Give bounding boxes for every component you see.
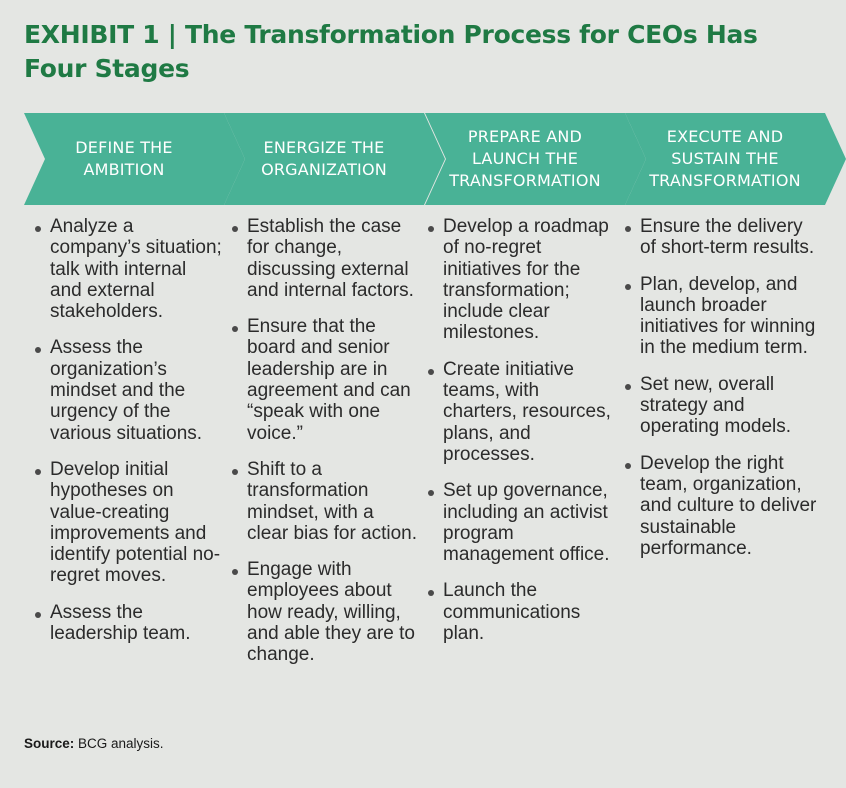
bullet-item: Develop initial hypotheses on value-crea… — [35, 459, 223, 587]
bullet-dot-icon — [232, 226, 238, 232]
bullet-item: Assess the organization’s mindset and th… — [35, 337, 223, 444]
bullet-text: Develop initial hypotheses on value-crea… — [50, 458, 221, 587]
bullet-text: Plan, develop, and launch broader initia… — [640, 273, 816, 359]
bullet-dot-icon — [232, 326, 238, 333]
bullet-text: Set new, overall strategy and operating … — [640, 373, 792, 438]
bullet-dot-icon — [35, 468, 41, 475]
bullet-item: Assess the leadership team. — [35, 602, 223, 645]
bullet-item: Analyze a company’s situation; talk with… — [35, 216, 223, 322]
chevron-label-stage-1: DEFINE THE AMBITION — [75, 138, 173, 179]
bullet-dot-icon — [625, 283, 631, 290]
bullet-text: Analyze a company’s situation; talk with… — [50, 216, 222, 323]
stage-chevrons: DEFINE THE AMBITION ENERGIZE THE ORGANIZ… — [0, 113, 846, 205]
bullet-dot-icon — [232, 468, 238, 475]
chevron-stage-3 — [425, 113, 646, 205]
stage-3-bullet-list: Develop a roadmap of no-regret initiativ… — [428, 216, 616, 659]
bullet-text: Shift to a transformation mindset, with … — [247, 458, 418, 544]
bullet-text: Launch the communications plan. — [443, 580, 581, 645]
bullet-dot-icon — [625, 226, 631, 232]
bullet-text: Establish the case for change, discussin… — [247, 216, 414, 301]
bullet-dot-icon — [35, 347, 41, 354]
chevron-label-stage-4: EXECUTE AND SUSTAIN THE TRANSFORMATION — [649, 127, 801, 190]
bullet-item: Launch the communications plan. — [428, 580, 616, 644]
bullet-text: Develop a roadmap of no-regret initiativ… — [443, 216, 609, 344]
bullet-item: Ensure the delivery of short-term result… — [625, 216, 821, 259]
stage-1-bullet-list: Analyze a company’s situation; talk with… — [35, 216, 223, 659]
bullet-dot-icon — [428, 226, 434, 232]
source-label: Source: — [24, 736, 75, 751]
bullet-item: Shift to a transformation mindset, with … — [232, 459, 420, 544]
bullet-text: Develop the right team, organization, an… — [640, 452, 817, 559]
bullet-text: Assess the leadership team. — [50, 601, 191, 645]
exhibit-title: EXHIBIT 1 | The Transformation Process f… — [24, 20, 758, 83]
source-note: Source: BCG analysis. — [24, 736, 164, 751]
bullet-dot-icon — [232, 569, 238, 576]
bullet-dot-icon — [35, 226, 41, 232]
chevron-stage-1 — [24, 113, 245, 205]
bullet-item: Set up governance, including an activist… — [428, 480, 616, 565]
bullet-item: Develop the right team, organization, an… — [625, 453, 821, 559]
bullet-dot-icon — [625, 383, 631, 390]
bullet-text: Ensure the delivery of short-term result… — [640, 216, 815, 259]
bullet-text: Engage with employees about how ready, w… — [247, 559, 415, 666]
chevron-stage-4 — [625, 113, 846, 205]
bullet-item: Create initiative teams, with charters, … — [428, 359, 616, 465]
bullet-text: Create initiative teams, with charters, … — [443, 358, 611, 465]
bullet-item: Ensure that the board and senior leaders… — [232, 316, 420, 444]
bullet-dot-icon — [428, 368, 434, 375]
bullet-item: Develop a roadmap of no-regret initiativ… — [428, 216, 616, 344]
bullet-item: Plan, develop, and launch broader initia… — [625, 274, 821, 359]
bullet-text: Set up governance, including an activist… — [443, 480, 610, 566]
bullet-dot-icon — [625, 462, 631, 469]
bullet-text: Ensure that the board and senior leaders… — [247, 316, 411, 444]
bullet-text: Assess the organization’s mindset and th… — [50, 337, 203, 444]
bullet-dot-icon — [428, 490, 434, 497]
bullet-item: Establish the case for change, discussin… — [232, 216, 420, 301]
chevron-label-stage-3: PREPARE AND LAUNCH THE TRANSFORMATION — [449, 127, 601, 190]
bullet-dot-icon — [428, 590, 434, 597]
bullet-item: Engage with employees about how ready, w… — [232, 559, 420, 665]
bullet-item: Set new, overall strategy and operating … — [625, 374, 821, 438]
chevron-label-stage-2: ENERGIZE THE ORGANIZATION — [261, 138, 387, 179]
source-text: BCG analysis. — [78, 736, 164, 751]
stage-2-bullet-list: Establish the case for change, discussin… — [232, 216, 420, 681]
stage-4-bullet-list: Ensure the delivery of short-term result… — [625, 216, 821, 574]
chevron-stage-2 — [224, 113, 445, 205]
bullet-dot-icon — [35, 611, 41, 618]
